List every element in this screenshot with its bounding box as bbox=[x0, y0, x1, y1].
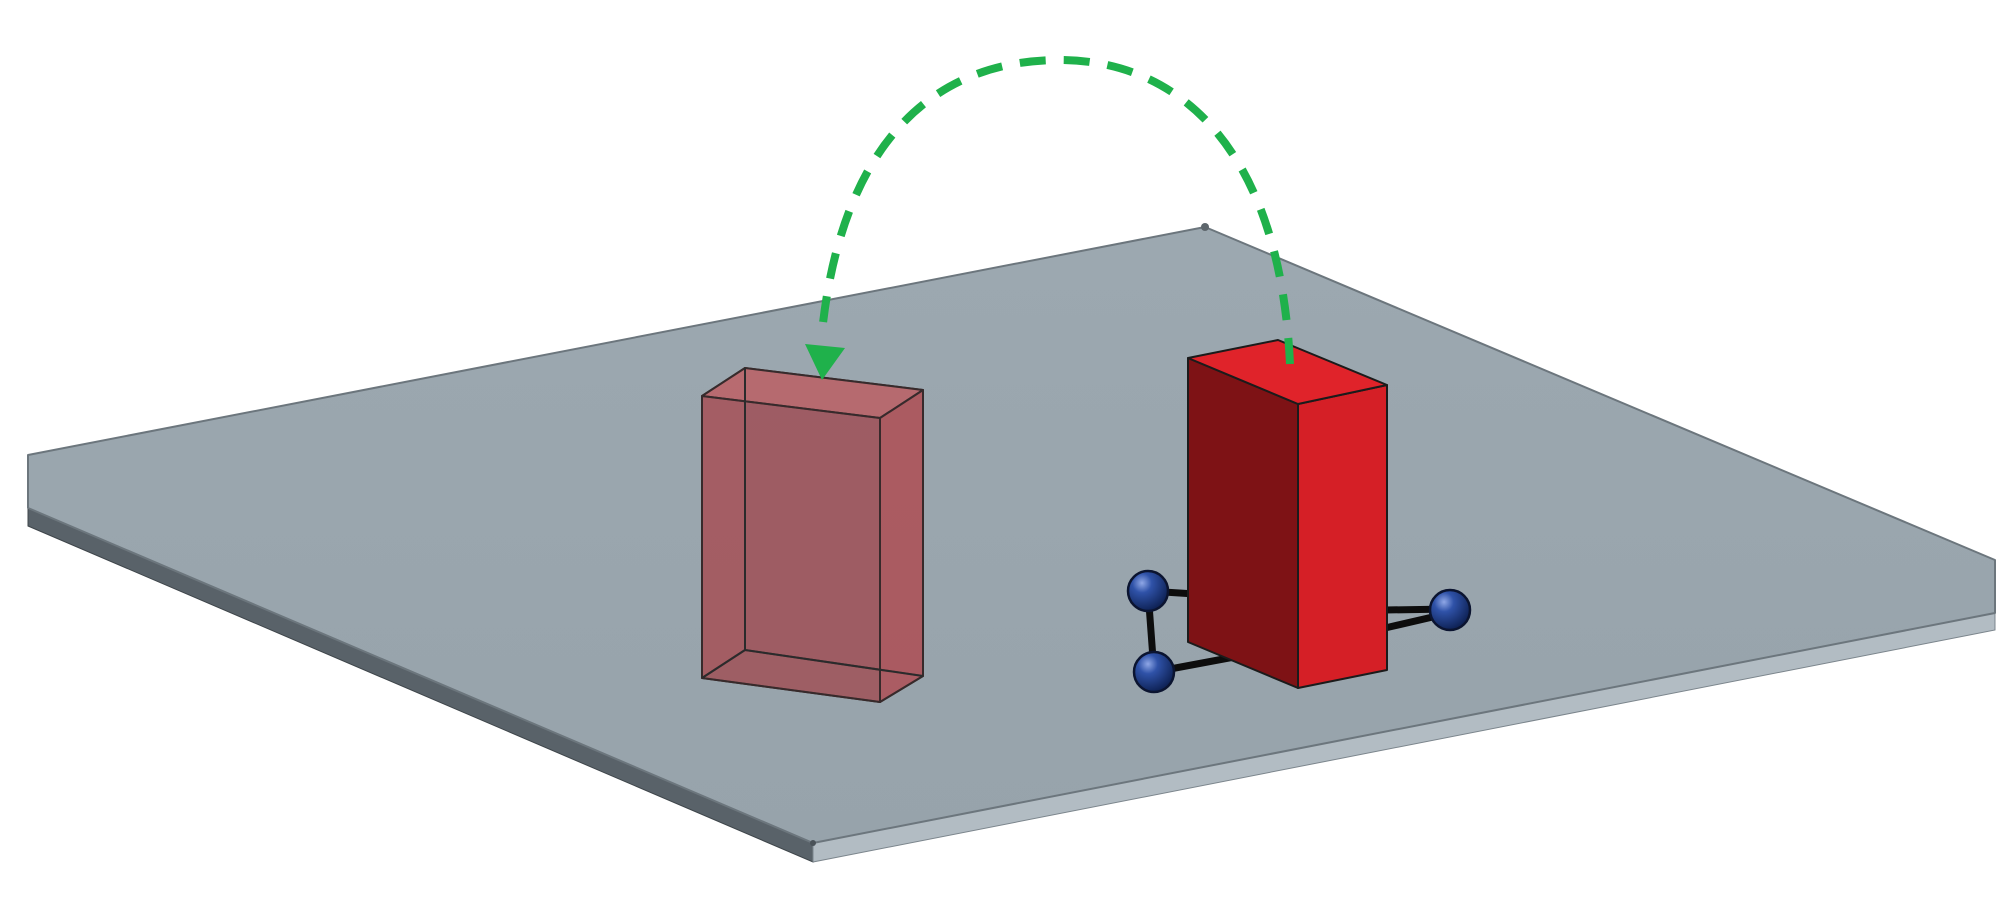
molecule-atom bbox=[1126, 569, 1170, 613]
plate-corner-dot bbox=[1201, 223, 1209, 231]
source-block-left bbox=[1187, 357, 1299, 689]
target-block-right bbox=[879, 389, 924, 703]
source-block bbox=[1187, 339, 1388, 689]
source-block-top bbox=[1187, 339, 1388, 405]
target-block bbox=[701, 367, 924, 703]
molecule-atoms bbox=[1126, 569, 1472, 694]
plate-front-corner-dot bbox=[810, 840, 816, 846]
plate bbox=[27, 223, 1996, 863]
plate-top bbox=[27, 226, 1996, 844]
transfer-arrow bbox=[805, 55, 1294, 380]
arrow-dashed-path bbox=[818, 55, 1294, 365]
arrow-head-icon bbox=[805, 344, 845, 380]
molecule-atom bbox=[1132, 650, 1176, 694]
molecule-atom bbox=[1428, 588, 1472, 632]
source-block-front bbox=[1297, 384, 1388, 689]
